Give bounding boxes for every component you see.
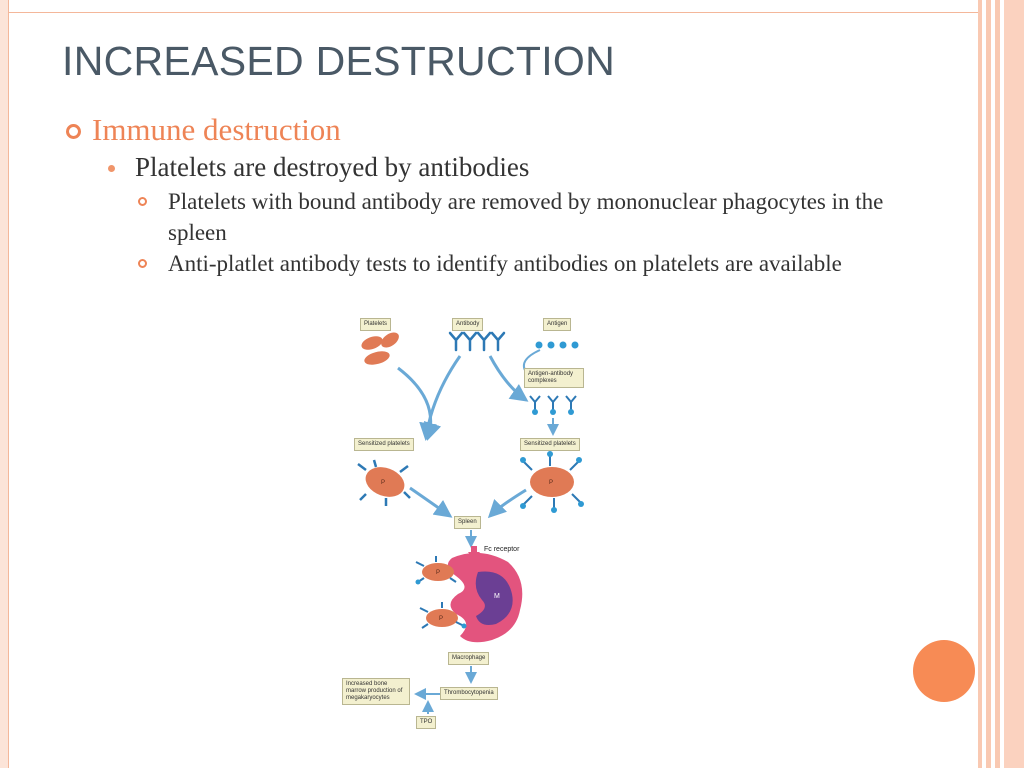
- label-fc-receptor: Fc receptor: [484, 546, 520, 553]
- macrophage-icon: [447, 546, 523, 643]
- immune-destruction-diagram: P P P P M Platelets Antibody Antigen Ant…: [340, 310, 596, 735]
- bullet-level2-text: Platelets are destroyed by antibodies: [135, 152, 530, 182]
- bound-platelet-icon: [415, 556, 467, 629]
- bullet-level3-text: Anti-platlet antibody tests to identify …: [168, 251, 842, 276]
- label-tpo: TPO: [416, 716, 437, 729]
- bullet-level3-text: Platelets with bound antibody are remove…: [168, 189, 884, 245]
- ring-bullet-icon: [138, 197, 147, 206]
- platelet-letter-label: P: [549, 480, 553, 486]
- label-thrombocytopenia: Thrombocytopenia: [440, 687, 498, 700]
- label-antigen: Antigen: [543, 318, 572, 331]
- antigen-antibody-complexes-icon: [529, 395, 577, 415]
- decorative-orange-circle: [913, 640, 975, 702]
- frame-left-border: [0, 0, 9, 768]
- label-spleen: Spleen: [454, 516, 481, 529]
- nucleus-letter-label: M: [494, 593, 500, 600]
- label-marrow-production: Increased bone marrow production of mega…: [342, 678, 410, 705]
- label-sensitized-platelets-left: Sensitized platelets: [354, 438, 414, 451]
- ring-bullet-icon: [138, 259, 147, 268]
- platelet-letter-label: P: [381, 480, 385, 486]
- diagram-illustration: P P P P M: [357, 331, 584, 714]
- label-platelets: Platelets: [360, 318, 392, 331]
- frame-top-line: [8, 0, 978, 13]
- label-sensitized-platelets-right: Sensitized platelets: [520, 438, 580, 451]
- antibody-icon: [448, 331, 506, 352]
- platelets-icon: [361, 332, 399, 365]
- dot-bullet-icon: [108, 165, 115, 172]
- sensitized-platelet-left-icon: [357, 459, 411, 506]
- ring-bullet-icon: [66, 124, 81, 139]
- platelet-letter-label: P: [436, 570, 440, 576]
- label-antigen-antibody-complexes: Antigen-antibody complexes: [524, 368, 584, 388]
- slide-title: INCREASED DESTRUCTION: [62, 38, 616, 84]
- sensitized-platelet-right-icon: [520, 451, 584, 513]
- bullet-level1-text: Immune destruction: [92, 112, 341, 147]
- antigen-icon: [535, 341, 579, 349]
- label-antibody: Antibody: [452, 318, 484, 331]
- label-macrophage: Macrophage: [448, 652, 490, 665]
- platelet-letter-label: P: [439, 616, 443, 622]
- frame-right-stripes: [978, 0, 1024, 768]
